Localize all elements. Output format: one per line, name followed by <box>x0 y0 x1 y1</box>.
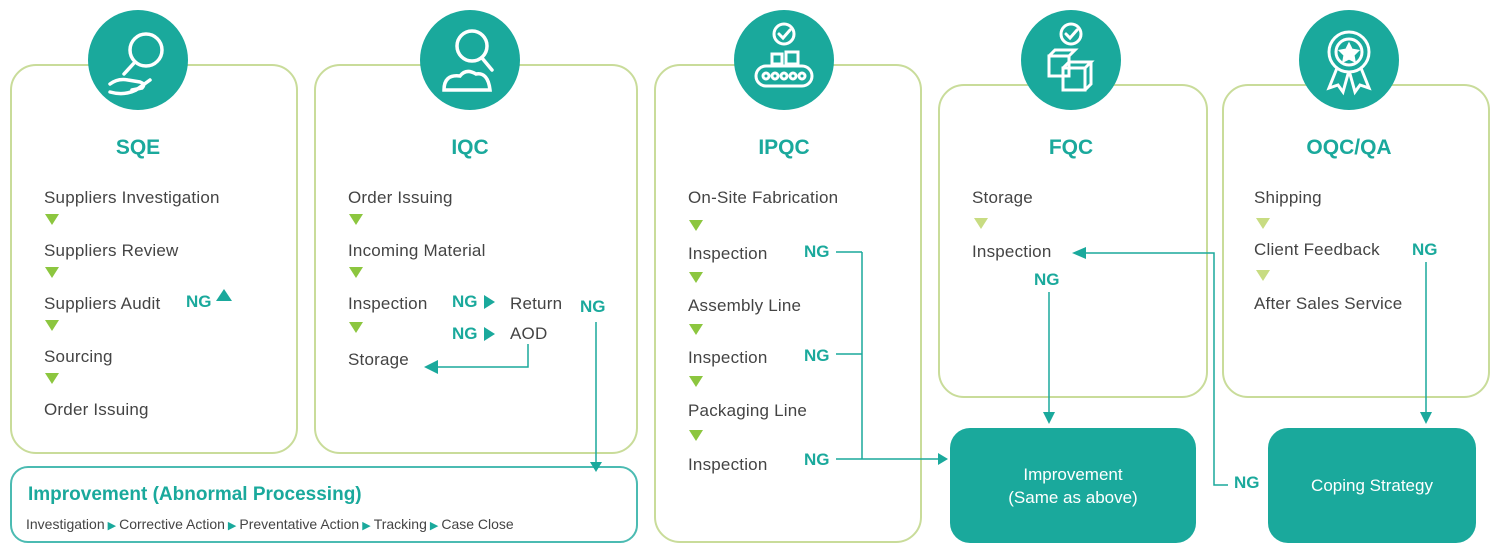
fqc-step: Storage <box>972 188 1033 207</box>
oqc-title: OQC/QA <box>1306 136 1392 159</box>
iqc-ng-label: NG <box>452 292 478 311</box>
ipqc-step: On-Site Fabrication <box>688 188 839 207</box>
right-arrow-icon <box>484 327 495 341</box>
improvement-step: Tracking <box>373 516 427 532</box>
sqe-step: Order Issuing <box>44 400 149 419</box>
improvement-same-line1: Improvement <box>1023 464 1123 484</box>
magnifier-pile-icon <box>420 10 520 110</box>
step-arrow-icon <box>689 324 703 335</box>
step-arrow-icon <box>349 214 363 225</box>
improvement-box: Improvement (Abnormal Processing) Invest… <box>10 466 638 543</box>
ipqc-step: Assembly Line <box>688 296 802 315</box>
oqc-panel <box>1222 84 1490 398</box>
fqc-step: Inspection <box>972 242 1052 261</box>
iqc-step: Inspection <box>348 294 428 313</box>
step-arrow-icon <box>45 373 59 384</box>
side-ng-label: NG <box>1234 473 1260 492</box>
magnifier-hand-icon <box>88 10 188 110</box>
sqe-ng-label: NG <box>186 292 212 311</box>
step-arrow-icon <box>1256 270 1270 281</box>
iqc-aod: AOD <box>510 324 548 343</box>
improvement-step: Investigation <box>26 516 105 532</box>
sqe-step: Suppliers Investigation <box>44 188 220 207</box>
conveyor-check-icon <box>734 10 834 110</box>
right-arrow-icon: ▶ <box>107 520 117 532</box>
oqc-step: Shipping <box>1254 188 1322 207</box>
right-arrow-icon: ▶ <box>362 520 371 532</box>
ipqc-title: IPQC <box>758 136 810 159</box>
coping-strategy-box: Coping Strategy <box>1268 428 1476 543</box>
sqe-step: Suppliers Review <box>44 241 179 260</box>
ipqc-step: Packaging Line <box>688 401 808 420</box>
oqc-ng-label: NG <box>1412 240 1438 259</box>
ipqc-ng-label: NG <box>804 242 830 261</box>
ipqc-step: Inspection <box>688 348 768 367</box>
oqc-step: Client Feedback <box>1254 240 1380 259</box>
step-arrow-icon <box>689 376 703 387</box>
iqc-ng-label: NG <box>452 324 478 343</box>
improvement-same-box: Improvement (Same as above) <box>950 428 1196 543</box>
sqe-panel <box>10 64 298 454</box>
step-arrow-icon <box>689 220 703 231</box>
step-arrow-icon <box>45 214 59 225</box>
iqc-step: Incoming Material <box>348 241 486 260</box>
right-arrow-icon: ▶ <box>429 520 439 532</box>
award-ribbon-icon <box>1299 10 1399 110</box>
step-arrow-icon <box>689 430 703 441</box>
sqe-step: Suppliers Audit <box>44 294 161 313</box>
step-arrow-icon <box>45 267 59 278</box>
fqc-ng-label: NG <box>1034 270 1060 289</box>
ipqc-ng-label: NG <box>804 450 830 469</box>
iqc-panel <box>314 64 638 454</box>
step-arrow-icon <box>45 320 59 331</box>
iqc-step: Storage <box>348 350 409 369</box>
sqe-step: Sourcing <box>44 347 113 366</box>
improvement-step: Preventative Action <box>239 516 360 532</box>
coping-strategy-label: Coping Strategy <box>1311 476 1433 495</box>
improvement-step: Corrective Action <box>119 516 225 532</box>
improvement-title: Improvement (Abnormal Processing) <box>28 484 362 505</box>
iqc-return: Return <box>510 294 563 313</box>
ipqc-ng-label: NG <box>804 346 830 365</box>
oqc-step: After Sales Service <box>1254 294 1403 313</box>
up-arrow-icon <box>216 289 232 301</box>
step-arrow-icon <box>689 272 703 283</box>
step-arrow-icon <box>1256 218 1270 229</box>
improvement-step: Case Close <box>441 516 514 532</box>
fqc-title: FQC <box>1048 136 1094 159</box>
right-arrow-icon: ▶ <box>227 520 237 532</box>
ipqc-panel <box>654 64 922 543</box>
sqe-title: SQE <box>115 136 161 159</box>
right-arrow-icon <box>484 295 495 309</box>
fqc-panel <box>938 84 1208 398</box>
step-arrow-icon <box>349 322 363 333</box>
iqc-title: IQC <box>451 136 489 159</box>
ipqc-step: Inspection <box>688 455 768 474</box>
iqc-step: Order Issuing <box>348 188 453 207</box>
improvement-same-line2: (Same as above) <box>1008 487 1138 507</box>
improvement-steps: Investigation▶Corrective Action▶Preventa… <box>26 516 514 532</box>
boxes-check-icon <box>1021 10 1121 110</box>
iqc-ng-label: NG <box>580 297 606 316</box>
step-arrow-icon <box>974 218 988 229</box>
step-arrow-icon <box>349 267 363 278</box>
ipqc-step: Inspection <box>688 244 768 263</box>
